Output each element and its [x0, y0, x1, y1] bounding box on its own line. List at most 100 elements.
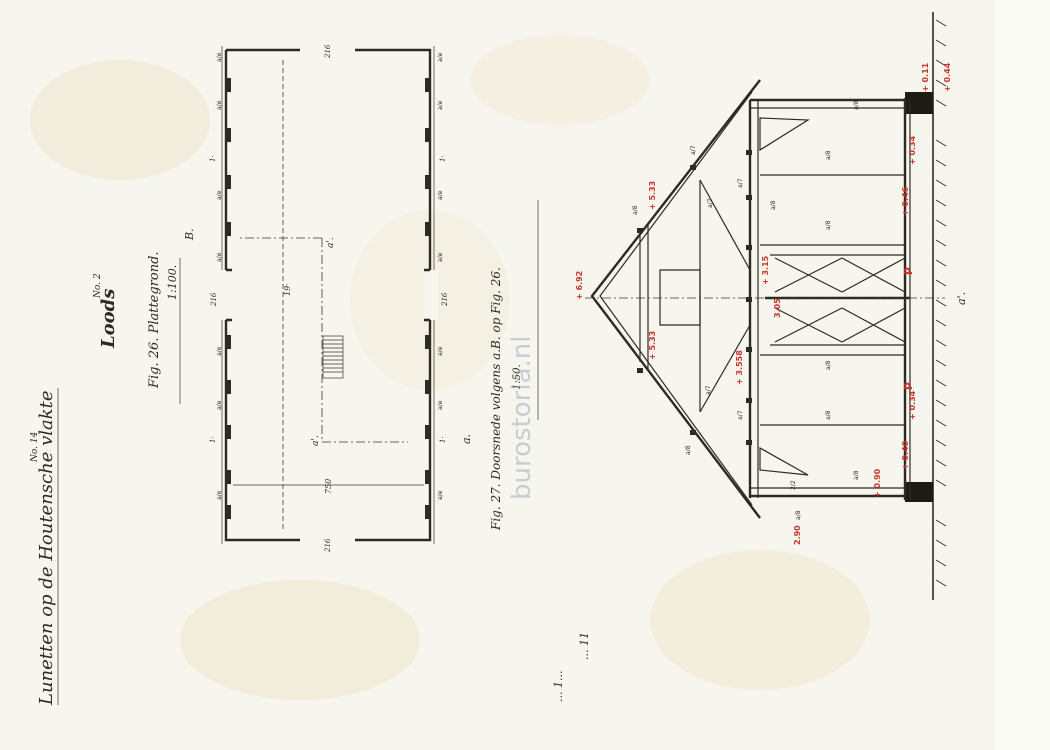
svg-text:a/e: a/e — [216, 100, 223, 110]
svg-text:a/e: a/e — [437, 52, 444, 62]
level-beam-b: 3.05 — [773, 298, 782, 318]
archive-mark-2: ... 1... — [552, 671, 565, 702]
foundation-left — [905, 92, 933, 114]
roof-rafters-inner — [599, 91, 753, 506]
level-footing-depth: + 0.44 — [943, 62, 952, 92]
svg-text:a/8: a/8 — [853, 470, 860, 480]
level-beam-a: + 3.15 — [761, 255, 770, 285]
section-line — [321, 238, 408, 443]
floor-plan: 19· 750 216 216 216 216 1· 1· 1· 1· B. a… — [183, 44, 473, 553]
level-plinth: + 0.90 — [873, 468, 882, 498]
section-mark-a: a. — [460, 434, 473, 444]
scan-margin — [995, 0, 1050, 750]
interior-posts-2 — [770, 254, 905, 346]
plan-scale: 1:100. — [166, 265, 179, 300]
svg-text:a/e: a/e — [437, 400, 444, 410]
level-tie-beam: + 3.558 — [735, 350, 744, 385]
roof-rafters — [590, 79, 761, 519]
svg-text:a/7: a/7 — [737, 410, 744, 420]
section-line-label-1: a'. — [326, 237, 336, 248]
interior-posts — [760, 174, 905, 426]
svg-text:a/7: a/7 — [690, 145, 697, 155]
plan-pilaster-spacing-1: 1· — [209, 155, 217, 162]
foundation-right — [905, 482, 933, 502]
plan-pilaster-spacing-4: 1· — [439, 436, 447, 443]
level-roof-left: + 5.33 — [648, 181, 657, 210]
plan-opening-right — [424, 270, 438, 320]
svg-text:a/7: a/7 — [737, 178, 744, 188]
plan-pilaster-spacing-2: 1· — [439, 155, 447, 162]
section-caption: Fig. 27. Doorsnede volgens a.B. op Fig. … — [489, 267, 503, 531]
svg-text:a/7: a/7 — [705, 385, 712, 395]
bracing-top — [774, 257, 906, 293]
svg-text:a/8: a/8 — [795, 510, 802, 520]
king-post-frame — [659, 269, 701, 326]
sheet-title-block: Lunetten op de Houtensche vlakte No. 14 … — [30, 273, 591, 706]
eave-brace-right — [759, 446, 809, 476]
level-footing: + 0.11 — [921, 62, 930, 92]
level-floor-right: + 0.34 — [908, 390, 917, 420]
plan-caption-block: Fig. 26. Plattegrond. 1:100. — [147, 251, 181, 404]
level-roof-right: + 5.33 — [648, 331, 657, 360]
floor-mark-2: p — [900, 382, 913, 390]
svg-text:a/e: a/e — [216, 346, 223, 356]
svg-text:a/8: a/8 — [825, 220, 832, 230]
svg-text:a/8: a/8 — [632, 205, 639, 215]
building-number: No. 2 — [93, 273, 103, 299]
rafter-joints — [637, 150, 752, 445]
svg-text:a/8: a/8 — [825, 360, 832, 370]
svg-text:a/8: a/8 — [825, 150, 832, 160]
plan-wall-annotations: a/e a/e a/e a/e a/e a/e a/e a/e a/e a/e … — [216, 52, 444, 500]
plan-width-label: 750 — [324, 479, 333, 494]
watermark: burostoria.nl — [507, 336, 537, 500]
plan-caption: Fig. 26. Plattegrond. — [147, 251, 162, 389]
level-eave-height: 2.90 — [793, 525, 802, 545]
eave-brace-left — [759, 117, 810, 152]
section-mark-B: B. — [183, 228, 196, 241]
svg-text:a/e: a/e — [437, 190, 444, 200]
svg-text:a/7: a/7 — [707, 198, 714, 208]
svg-text:a/e: a/e — [216, 490, 223, 500]
archive-mark-1: ... 11 — [578, 632, 591, 660]
svg-text:a/e: a/e — [437, 346, 444, 356]
level-sill-left: + 0.46 — [901, 186, 910, 216]
svg-text:a/e: a/e — [437, 100, 444, 110]
plan-opening-bottom: 216 — [324, 538, 332, 553]
plan-opening-jambs — [226, 268, 430, 322]
level-ridge: + 6.92 — [575, 271, 584, 300]
svg-text:a/e: a/e — [216, 190, 223, 200]
section-annotations: a/8 a/7 a/7 a/7 a/8 a/8 a/8 a/8 a/8 a/7 … — [632, 100, 860, 520]
plan-side-opening-right: 216 — [441, 292, 449, 307]
section-cut-mark: a'. — [955, 292, 968, 305]
ground-hatching — [932, 12, 947, 600]
svg-text:a/8: a/8 — [770, 200, 777, 210]
svg-text:2/2: 2/2 — [790, 480, 797, 490]
plan-side-opening-left: 216 — [210, 292, 218, 307]
svg-text:a/8: a/8 — [853, 100, 860, 110]
svg-text:a/e: a/e — [216, 52, 223, 62]
plan-opening-top: 216 — [324, 44, 332, 59]
plan-wall-left — [224, 50, 300, 542]
main-title: Lunetten op de Houtensche vlakte — [36, 390, 57, 706]
svg-text:a/e: a/e — [437, 252, 444, 262]
svg-text:a/e: a/e — [437, 490, 444, 500]
section-scale: 1:50. — [512, 364, 523, 390]
roof-struts — [699, 179, 751, 413]
level-floor-left: + 0.40 — [901, 440, 910, 470]
svg-text:a/e: a/e — [216, 400, 223, 410]
bracing-bottom — [774, 307, 906, 343]
plan-pilasters — [226, 78, 430, 519]
section-line-label-2: a'. — [311, 435, 321, 446]
floor-mark-1: p — [900, 267, 913, 275]
level-sill-right: + 0.34 — [908, 135, 917, 165]
building-title: Loods — [98, 289, 119, 349]
plan-length-label: 19· — [283, 283, 292, 296]
svg-text:a/e: a/e — [216, 252, 223, 262]
plan-pilaster-spacing-3: 1· — [209, 436, 217, 443]
section-caption-block: Fig. 27. Doorsnede volgens a.B. op Fig. … — [489, 200, 539, 531]
svg-text:a/8: a/8 — [825, 410, 832, 420]
sheet-reference: No. 14 — [30, 431, 40, 463]
plan-opening-left — [218, 270, 232, 320]
